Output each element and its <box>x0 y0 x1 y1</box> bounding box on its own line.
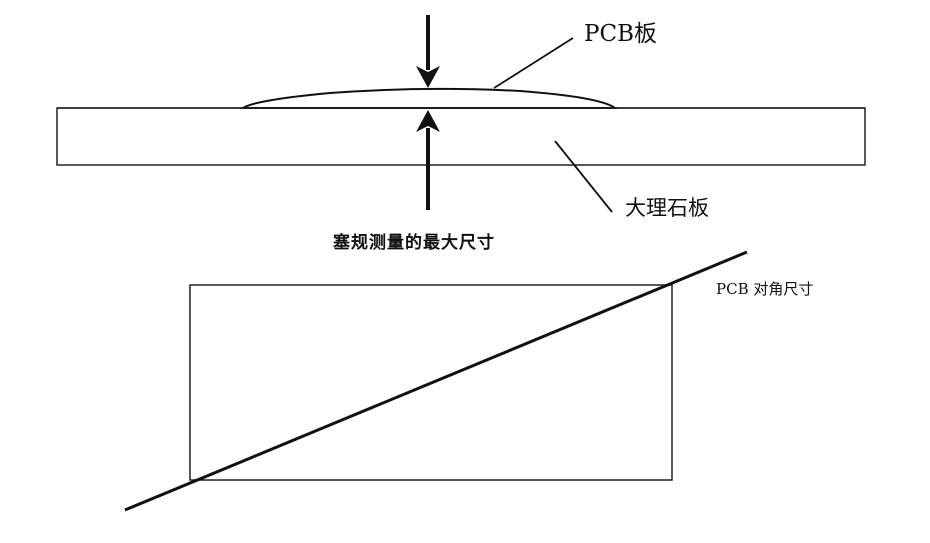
marble-board-label: 大理石板 <box>625 196 709 220</box>
down-arrow-icon <box>416 15 440 88</box>
up-arrow-icon <box>416 110 440 210</box>
pcb-leader-line <box>493 37 574 89</box>
pcb-board-bulge <box>239 87 619 109</box>
pcb-board-label: PCB板 <box>584 21 657 47</box>
marble-board <box>56 107 866 166</box>
pcb-diagonal-label: PCB 对角尺寸 <box>716 280 814 298</box>
diagonal-line <box>124 250 748 512</box>
pcb-rectangle <box>189 284 673 481</box>
gauge-measurement-label: 塞规测量的最大尺寸 <box>333 233 495 253</box>
marble-leader-line <box>554 140 613 213</box>
